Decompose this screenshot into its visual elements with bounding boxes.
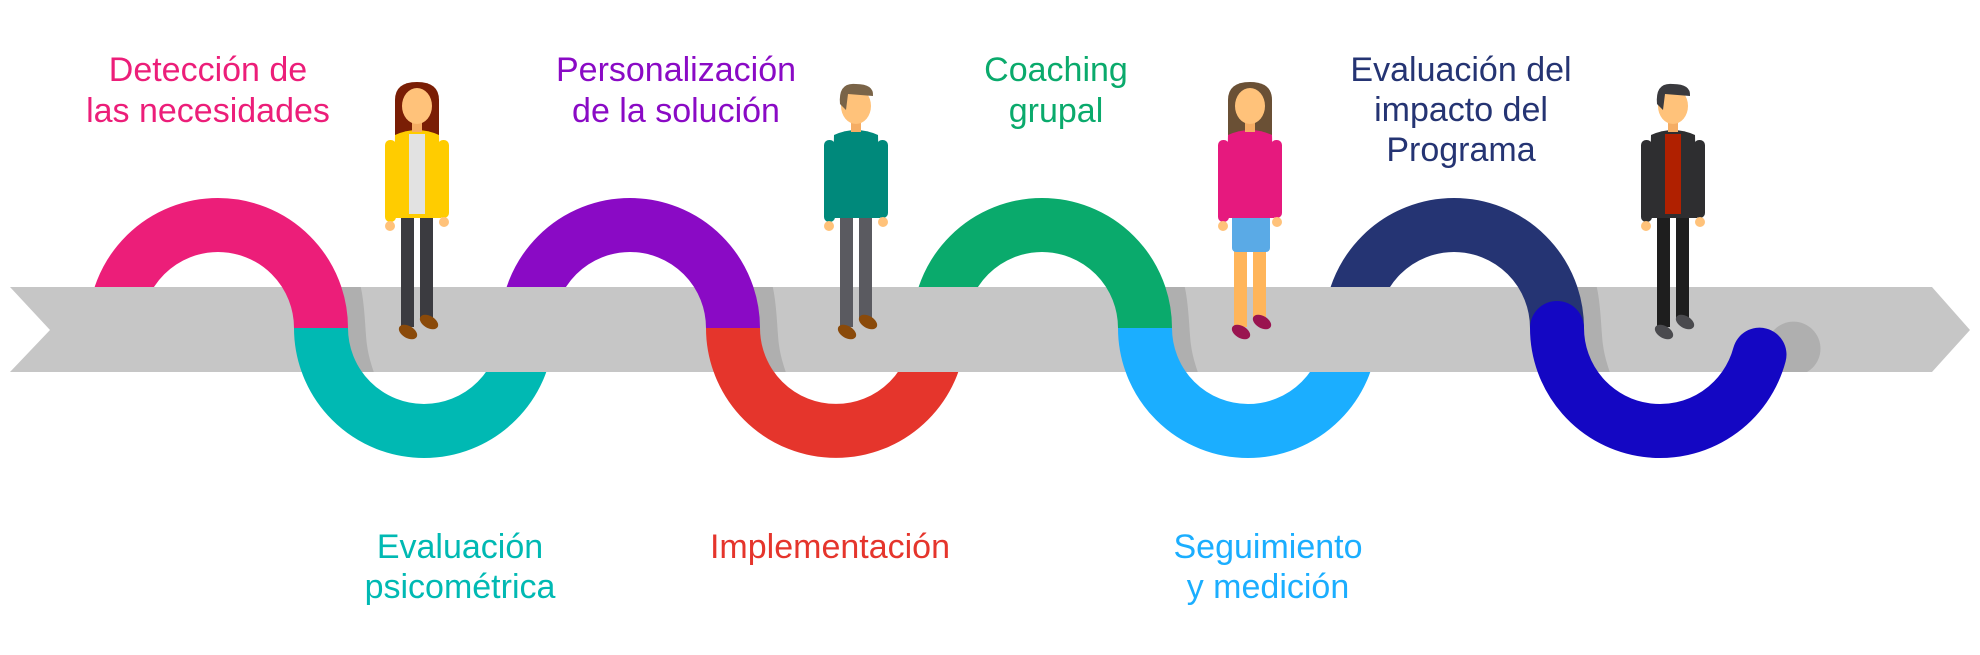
wave-arc-8 bbox=[1530, 301, 1787, 458]
wave-arc-5 bbox=[912, 198, 1172, 329]
man-teal-shirt-figure bbox=[824, 83, 888, 340]
woman-pink-top-figure bbox=[1218, 82, 1282, 340]
wave-arc-6 bbox=[1118, 327, 1378, 458]
wave-arc-front-5 bbox=[1105, 287, 1172, 329]
head bbox=[841, 88, 871, 124]
wave-arc-front-1 bbox=[281, 287, 348, 329]
wave-arc-1 bbox=[88, 198, 348, 329]
man-dark-suit-figure bbox=[1641, 83, 1705, 340]
wave-arc-front-6 bbox=[1118, 327, 1187, 372]
wave-arcs bbox=[88, 198, 1584, 458]
wave-arc-front-4 bbox=[706, 327, 775, 372]
wave-arc-7 bbox=[1324, 198, 1584, 329]
woman-yellow-jacket-figure bbox=[385, 82, 449, 340]
head bbox=[402, 88, 432, 124]
wave-arc-3 bbox=[500, 198, 760, 329]
head bbox=[1235, 88, 1265, 124]
wave-arc-4 bbox=[706, 327, 966, 458]
final-arc bbox=[1530, 301, 1821, 458]
timeline-arrow-band bbox=[10, 287, 1970, 372]
people-figures bbox=[385, 82, 1705, 340]
wave-arc-front-2 bbox=[294, 327, 363, 372]
label-implementacion: Implementación bbox=[710, 528, 950, 566]
wave-arc-front-3 bbox=[693, 287, 760, 329]
head bbox=[1658, 88, 1688, 124]
wave-arc-2 bbox=[294, 327, 554, 458]
